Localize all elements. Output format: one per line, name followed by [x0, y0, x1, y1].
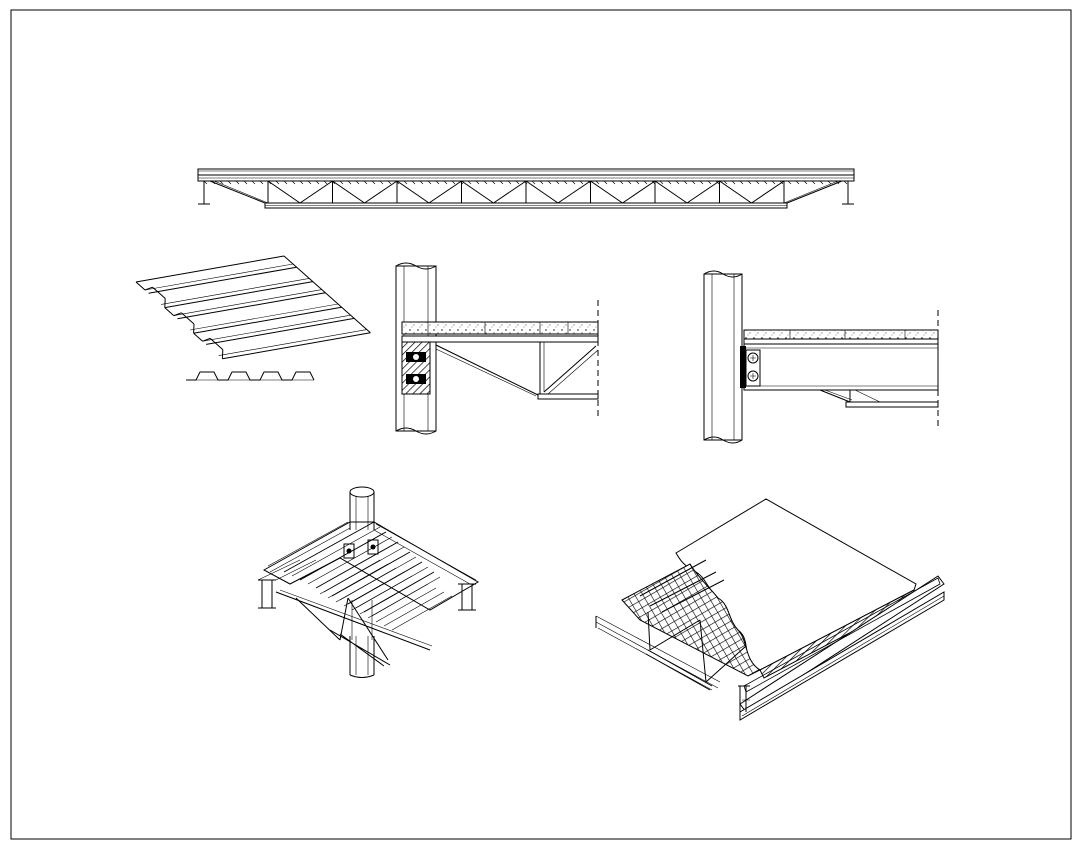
open-web-joist-elevation: [197, 168, 855, 209]
joist-diagonal-web: [751, 180, 785, 204]
joist-diagonal-web: [364, 180, 398, 204]
beam-to-column-connection-section: [703, 270, 939, 444]
joist-diagonal-web: [590, 180, 623, 204]
joist-diagonal-web: [461, 180, 494, 204]
joist-diagonal-web: [654, 180, 688, 204]
joist-diagonal-web: [396, 180, 430, 204]
joist-diagonal-web: [525, 180, 559, 204]
joist-diagonal-web: [557, 180, 591, 204]
joist-diagonal-web: [719, 180, 752, 204]
joist-to-column-connection-section: [395, 262, 599, 435]
joist-web-members: [267, 180, 785, 204]
joist-diagonal-web: [686, 180, 720, 204]
metal-deck-profile: [135, 255, 371, 381]
joist-diagonal-web: [299, 180, 333, 204]
sheet-border: [10, 9, 1072, 840]
joist-diagonal-web: [428, 180, 462, 204]
joist-diagonal-web: [622, 180, 656, 204]
composite-slab-cutaway-isometric: [595, 498, 945, 721]
joist-diagonal-web: [493, 180, 527, 204]
column-joist-deck-isometric: [257, 486, 479, 678]
joist-diagonal-web: [267, 180, 301, 204]
joist-diagonal-web: [332, 180, 365, 204]
